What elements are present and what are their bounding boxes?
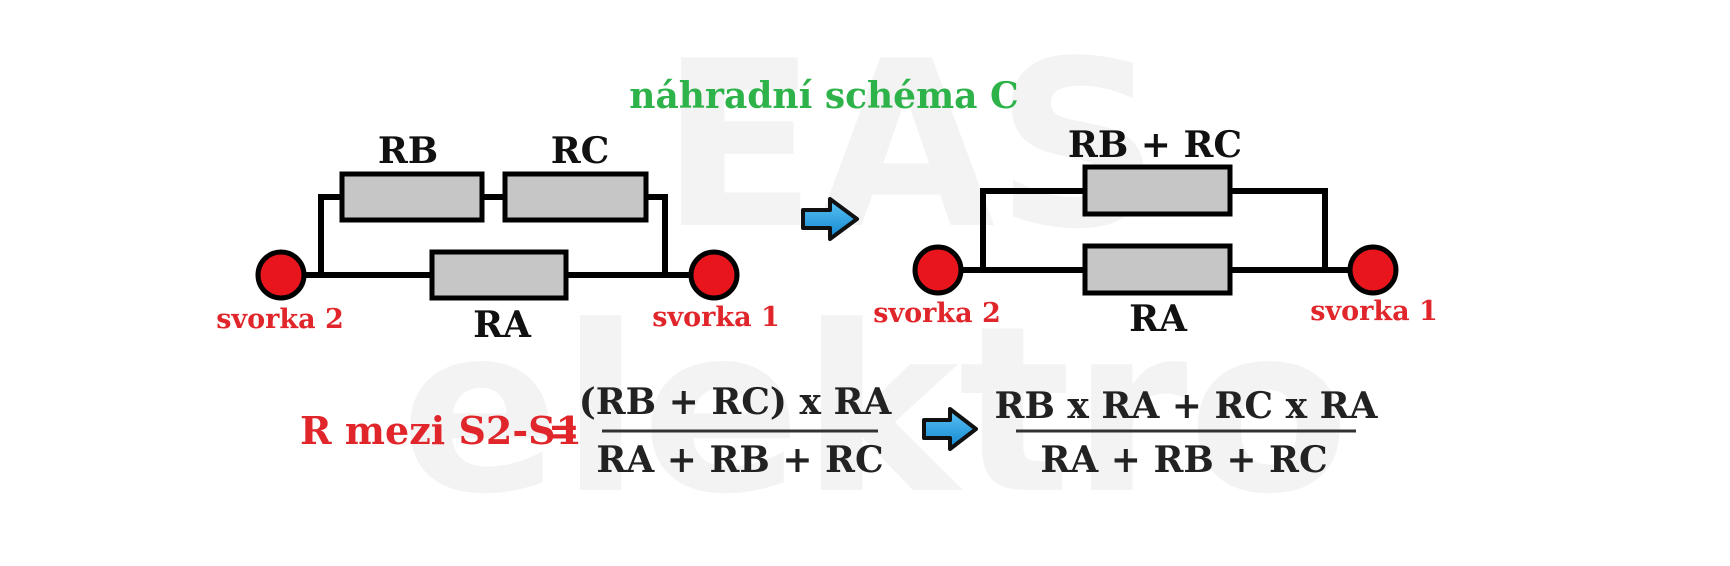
resistor-rb-rc [1082,164,1233,217]
fraction2-denominator: RA + RB + RC [1040,439,1327,481]
terminal-svorka-1 [1347,244,1399,296]
fraction2-numerator: RB x RA + RC x RA [995,385,1379,427]
circuit-left: RB RC RA svorka 2 svorka 1 [216,130,780,346]
terminal-svorka-2 [255,249,307,301]
wire-right-circuit [935,188,1376,273]
resistor-ra [1082,243,1233,296]
circuit-right: RB + RC RA svorka 2 svorka 1 [873,124,1438,340]
equation: R mezi S2-S1 = (RB + RC) x RA RA + RB + … [300,381,1379,481]
terminal-svorka-1 [688,249,740,301]
label-rb-plus-rc: RB + RC [1068,124,1242,166]
equals-sign: = [548,408,580,453]
wire-left-circuit [278,194,697,278]
arrow-right-icon [801,197,859,241]
label-svorka-1: svorka 1 [652,302,780,333]
watermark-line2: elektro [400,278,1350,545]
label-ra: RA [473,304,532,346]
label-svorka-2: svorka 2 [873,298,1001,329]
resistor-rc [502,171,649,223]
resistor-rb [339,171,485,223]
diagram-title: náhradní schéma C [629,75,1018,117]
equation-lhs: R mezi S2-S1 [300,408,582,453]
label-rb: RB [378,130,438,172]
label-rc: RC [551,130,610,172]
label-svorka-1: svorka 1 [1310,296,1438,327]
label-ra: RA [1129,298,1188,340]
fraction1-denominator: RA + RB + RC [596,439,883,481]
label-svorka-2: svorka 2 [216,304,344,335]
watermark: EAS elektro [400,13,1350,545]
arrow-right-icon [922,407,978,451]
watermark-line1: EAS [660,13,1161,280]
fraction1-numerator: (RB + RC) x RA [579,381,893,423]
terminal-svorka-2 [912,244,964,296]
resistor-ra [429,249,569,301]
